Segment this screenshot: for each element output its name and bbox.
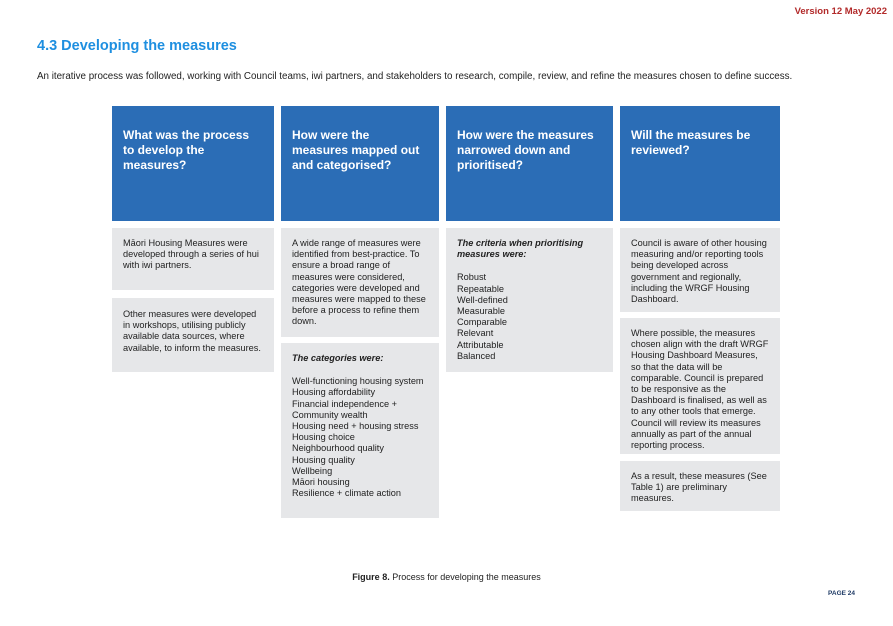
criteria-item: Repeatable	[457, 283, 504, 294]
category-item: Māori housing	[292, 477, 350, 488]
section-title: 4.3 Developing the measures	[37, 38, 237, 54]
criteria-item: Comparable	[457, 317, 508, 328]
category-item: Housing choice	[292, 432, 355, 443]
column-4-box-3: As a result, these measures (See Table 1…	[620, 461, 780, 511]
category-item: Housing need + housing stress	[292, 421, 419, 432]
version-label: Version 12 May 2022	[794, 6, 887, 17]
category-item: Wellbeing	[292, 465, 333, 476]
category-item: Financial independence + Community wealt…	[292, 398, 397, 420]
figure-caption: Figure 8. Process for developing the mea…	[0, 572, 893, 582]
criteria-item: Robust	[457, 272, 487, 283]
column-4-header: Will the measures be reviewed?	[620, 106, 780, 221]
criteria-item: Well-defined	[457, 294, 508, 305]
figure-caption-text: Process for developing the measures	[389, 572, 541, 582]
column-4-box-1: Council is aware of other housing measur…	[620, 228, 780, 312]
column-2-box-1: A wide range of measures were identified…	[281, 228, 439, 337]
category-item: Neighbourhood quality	[292, 443, 384, 454]
column-1-header: What was the process to develop the meas…	[112, 106, 274, 221]
column-2-header: How were the measures mapped out and cat…	[281, 106, 439, 221]
column-4-box-2: Where possible, the measures chosen alig…	[620, 318, 780, 454]
category-item: Housing affordability	[292, 387, 376, 398]
column-2-categories-box: The categories were: Well-functioning ho…	[281, 343, 439, 518]
page-number: PAGE 24	[828, 590, 855, 597]
column-1-box-2: Other measures were developed in worksho…	[112, 298, 274, 372]
categories-heading: The categories were:	[292, 353, 384, 363]
category-item: Resilience + climate action	[292, 488, 402, 499]
column-3-header: How were the measures narrowed down and …	[446, 106, 613, 221]
category-item: Housing quality	[292, 454, 355, 465]
criteria-heading: The criteria when prioritising measures …	[457, 238, 584, 260]
criteria-item: Balanced	[457, 350, 496, 361]
column-1-box-1: Māori Housing Measures were developed th…	[112, 228, 274, 290]
figure-caption-label: Figure 8.	[352, 572, 390, 582]
category-item: Well-functioning housing system	[292, 376, 424, 387]
criteria-item: Attributable	[457, 339, 504, 350]
intro-paragraph: An iterative process was followed, worki…	[37, 71, 793, 82]
criteria-item: Relevant	[457, 328, 494, 339]
column-3-criteria-box: The criteria when prioritising measures …	[446, 228, 613, 372]
criteria-item: Measurable	[457, 306, 506, 317]
